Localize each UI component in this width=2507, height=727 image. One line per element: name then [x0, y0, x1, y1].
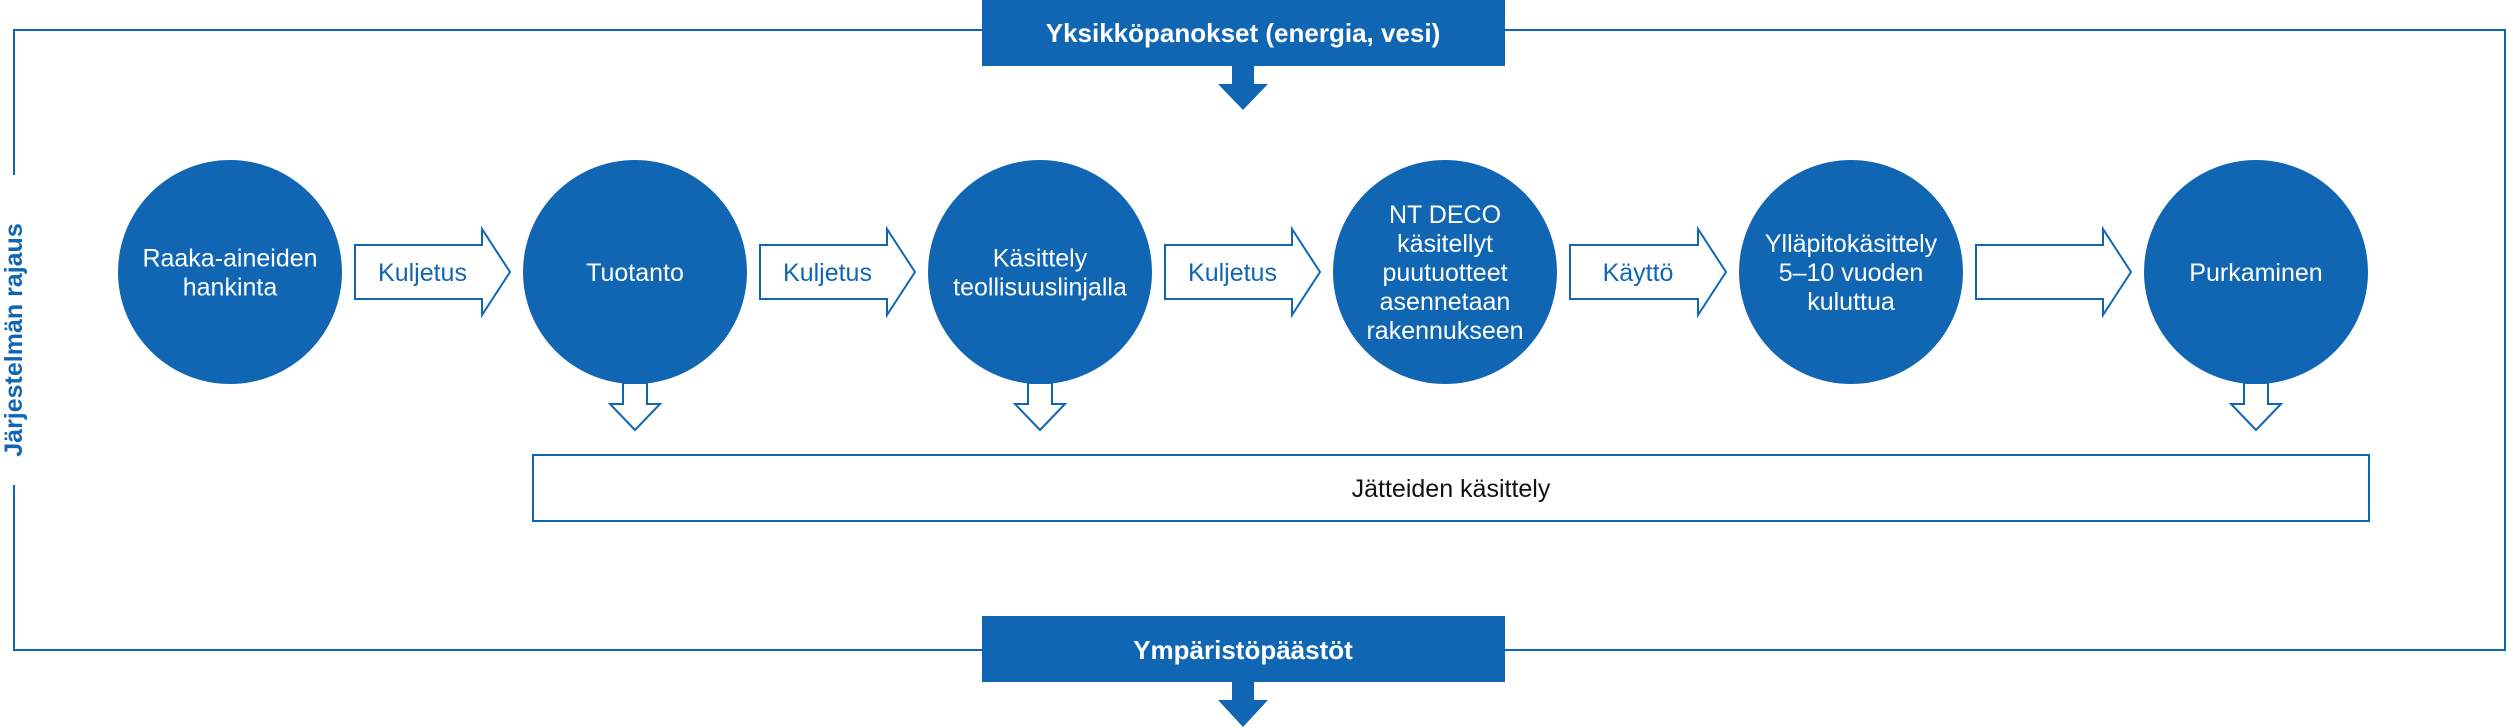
transition-arrow-1: Kuljetus — [354, 225, 512, 319]
transition-arrow-5 — [1975, 225, 2133, 319]
system-boundary-frame-left-top — [13, 29, 982, 175]
stage-label-line: Raaka-aineiden — [142, 245, 317, 273]
waste-arrow-kasittely-teollisuuslinjalla — [1012, 382, 1068, 432]
transition-label: Kuljetus — [783, 259, 872, 287]
system-boundary-label: Järjestelmän rajaus — [0, 223, 28, 456]
waste-treatment-box — [532, 454, 2370, 522]
stage-circle — [1333, 160, 1557, 384]
stage-label-line: kuluttua — [1807, 288, 1895, 316]
stage-label-line: Ylläpitokäsittely — [1765, 230, 1938, 258]
stage-label-line: puutuotteet — [1382, 259, 1507, 287]
stage-label-line: asennetaan — [1380, 288, 1511, 316]
waste-arrow-purkaminen — [2228, 382, 2284, 432]
transition-arrow-3: Kuljetus — [1164, 225, 1322, 319]
transition-arrow-shape — [354, 225, 512, 319]
stage-circle — [928, 160, 1152, 384]
stage-label-line: Purkaminen — [2189, 259, 2322, 287]
output-banner-arrow — [1218, 682, 1268, 727]
transition-arrow-4: Käyttö — [1569, 225, 1728, 319]
transition-arrow-shape — [1569, 225, 1728, 319]
stage-label-line: 5–10 vuoden — [1779, 259, 1924, 287]
input-banner-label: Yksikköpanokset (energia, vesi) — [1046, 18, 1441, 48]
waste-arrows-layer — [607, 382, 2284, 432]
transition-arrow-shape — [1164, 225, 1322, 319]
stage-label-line: Tuotanto — [586, 259, 684, 287]
waste-treatment-label: Jätteiden käsittely — [1352, 475, 1551, 503]
output-banner-label: Ympäristöpäästöt — [1133, 635, 1353, 665]
stage-circle — [1739, 160, 1963, 384]
transition-label: Kuljetus — [1188, 259, 1277, 287]
transition-arrow-shape — [759, 225, 917, 319]
transition-label: Käyttö — [1603, 259, 1674, 287]
waste-arrow-tuotanto — [607, 382, 663, 432]
stage-circle — [523, 160, 747, 384]
stage-tuotanto: Tuotanto — [523, 160, 747, 384]
stage-label-line: NT DECO — [1389, 201, 1501, 229]
system-boundary-frame — [982, 29, 2506, 651]
stage-label-line: käsitellyt — [1397, 230, 1493, 258]
transition-arrow-2: Kuljetus — [759, 225, 917, 319]
stage-label-line: teollisuuslinjalla — [953, 274, 1127, 302]
input-banner-arrow — [1218, 66, 1268, 110]
output-banner-box — [982, 616, 1505, 682]
transition-label: Kuljetus — [378, 259, 467, 287]
stage-nt-deco: NT DECOkäsitellytpuutuotteetasennetaanra… — [1333, 160, 1557, 384]
transitions-layer: Kuljetus Kuljetus Kuljetus Käyttö — [354, 225, 2133, 319]
stage-label-line: Käsittely — [993, 245, 1088, 273]
stage-circle — [118, 160, 342, 384]
transition-arrow-shape — [1975, 225, 2133, 319]
system-boundary-frame-left — [13, 485, 982, 651]
stage-circle — [2144, 160, 2368, 384]
input-banner-box — [982, 0, 1505, 66]
stage-label-line: rakennukseen — [1366, 317, 1523, 345]
stage-purkaminen: Purkaminen — [2144, 160, 2368, 384]
stage-label-line: hankinta — [183, 274, 278, 302]
